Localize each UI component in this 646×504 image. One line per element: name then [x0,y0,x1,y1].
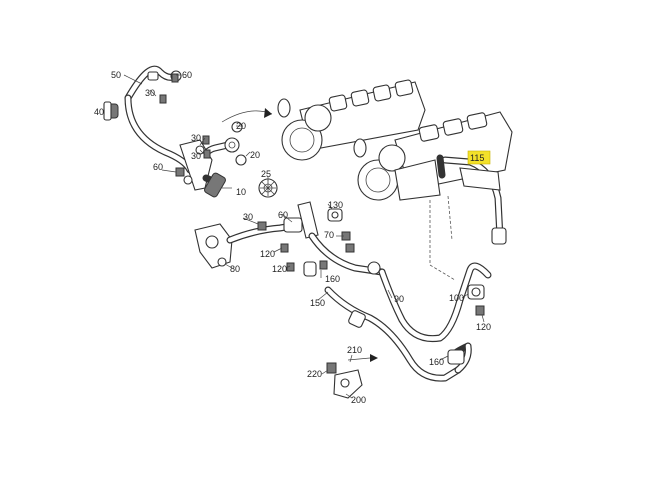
callout-70: 70 [324,230,334,240]
callout-120-c: 120 [476,322,491,332]
leader-lines [123,74,485,399]
callout-20-upper: 20 [236,121,246,131]
coolant-hose-50 [124,65,194,174]
bolt-30-upper [159,73,211,185]
callout-220: 220 [307,369,322,379]
assembly-guide-line-2 [447,195,453,241]
callout-25: 25 [261,169,271,179]
callout-10: 10 [236,187,246,197]
callout-115: 115 [470,153,484,163]
clamp-40 [103,101,119,121]
callout-120-a: 120 [260,249,275,259]
bracket-130 [327,208,343,222]
gasket-25 [258,178,278,198]
callout-150: 150 [310,298,325,308]
callout-30-left-2: 30 [191,151,201,161]
callout-30-left: 30 [191,133,201,143]
callout-60-mid: 60 [278,210,288,220]
callout-130: 130 [328,200,343,210]
fitting-160-lower [447,349,465,365]
return-line-90 [324,262,492,382]
exhaust-manifold-rear [299,79,426,151]
bracket-200 [326,354,378,399]
callout-210: 210 [347,345,362,355]
callout-60-left: 60 [153,162,163,172]
callout-20-right: 20 [250,150,260,160]
bolt-60-mid [341,231,381,275]
oil-line-80 [194,217,303,269]
callout-60-top: 60 [182,70,192,80]
assembly-guide-line [429,200,456,281]
turbocharger-front [353,138,441,201]
oil-line-70 [280,201,386,277]
callout-30-top: 30 [145,88,155,98]
callout-120-b: 120 [272,264,287,274]
callout-160-lower: 160 [429,357,444,367]
highlight-box-115 [467,150,491,165]
assembly-arrow-head [264,108,272,118]
callout-160-mid: 160 [325,274,340,284]
callout-50: 50 [111,70,121,80]
fitting-100 [467,284,485,300]
callout-100: 100 [449,293,464,303]
callout-40: 40 [94,107,104,117]
callout-90: 90 [394,294,404,304]
turbocharger-rear [277,98,332,161]
callout-30-mid: 30 [243,212,253,222]
bolt-120-right [475,305,485,316]
callout-80: 80 [230,264,240,274]
callout-200: 200 [351,395,366,405]
